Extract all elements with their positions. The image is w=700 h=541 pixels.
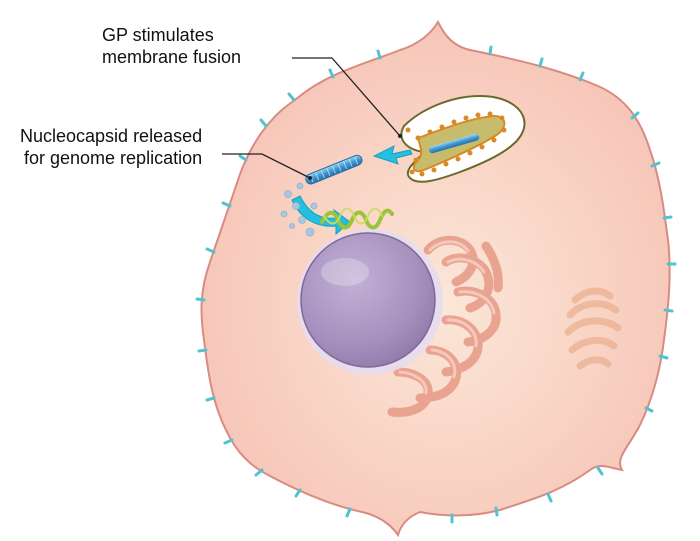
nucleocapsid-label-line2: for genome replication: [24, 148, 203, 168]
nucleocapsid-label-line1: Nucleocapsid released: [20, 126, 203, 146]
virion-nucleocapsid: [429, 133, 480, 154]
gp-label-line2: membrane fusion: [102, 47, 242, 67]
nucleocapsid-release-label: Nucleocapsid released for genome replica…: [20, 125, 202, 169]
gp-label-line1: GP stimulates: [102, 25, 214, 45]
er-highlights: [398, 240, 496, 395]
viral-rna: [320, 208, 394, 230]
golgi-apparatus: [564, 287, 622, 370]
capsid-particles: [280, 182, 318, 237]
nucleocapsid-leader-line: [222, 153, 311, 179]
gp-fusion-label: GP stimulates membrane fusion: [102, 24, 241, 68]
arrow-left-icon: [372, 145, 413, 165]
gp-leader-line: [292, 57, 401, 137]
nucleus: [297, 229, 443, 375]
released-nucleocapsid: [305, 154, 363, 185]
viral-glycoproteins: [405, 111, 507, 177]
membrane-receptors: [195, 45, 677, 524]
